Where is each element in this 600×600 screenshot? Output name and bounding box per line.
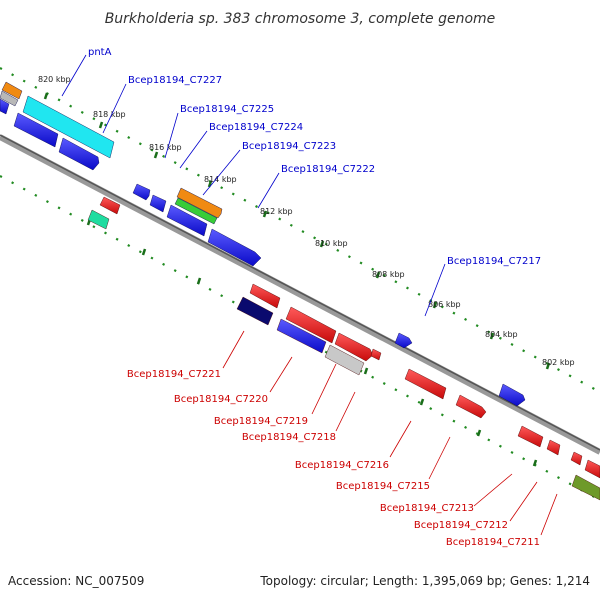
label-pntA[interactable]: pntA <box>88 47 112 58</box>
chromosome-backbone <box>0 134 600 455</box>
gene-navy-C7221[interactable] <box>236 296 274 326</box>
tick-track-outer <box>0 67 600 393</box>
genome-summary-text: Topology: circular; Length: 1,395,069 bp… <box>259 574 590 588</box>
tick-label-802: 802 kbp <box>542 358 575 367</box>
gene-grey-1[interactable] <box>0 90 19 107</box>
major-ticks-outer <box>43 92 551 370</box>
tick-label-816: 816 kbp <box>149 143 182 152</box>
gene-red-C7212[interactable] <box>546 439 561 456</box>
label-C7223[interactable]: Bcep18194_C7223 <box>242 141 336 152</box>
label-C7217[interactable]: Bcep18194_C7217 <box>447 256 541 267</box>
gene-pntA[interactable] <box>1 81 23 100</box>
gene-cyan-C7227[interactable] <box>22 95 115 159</box>
gene-blue-5[interactable] <box>149 194 167 213</box>
tick-label-808: 808 kbp <box>372 270 405 279</box>
tick-label-820: 820 kbp <box>38 75 71 84</box>
gene-red-C7213[interactable] <box>517 425 544 448</box>
label-C7212[interactable]: Bcep18194_C7212 <box>414 520 508 531</box>
tick-label-812: 812 kbp <box>260 207 293 216</box>
reverse-gene-labels: Bcep18194_C7221 Bcep18194_C7220 Bcep1819… <box>127 369 540 548</box>
gene-teal-1[interactable] <box>87 209 110 230</box>
label-C7213[interactable]: Bcep18194_C7213 <box>380 503 474 514</box>
tick-label-806: 806 kbp <box>428 300 461 309</box>
tick-track-inner <box>0 175 600 501</box>
gene-green-C7225[interactable] <box>174 197 218 225</box>
gene-red-small[interactable] <box>370 348 382 361</box>
label-C7211[interactable]: Bcep18194_C7211 <box>446 537 540 548</box>
map-title: Burkholderia sp. 383 chromosome 3, compl… <box>105 11 496 27</box>
gene-blue-3[interactable] <box>58 137 100 171</box>
label-C7215[interactable]: Bcep18194_C7215 <box>336 481 430 492</box>
label-C7224[interactable]: Bcep18194_C7224 <box>209 122 303 133</box>
gene-red-C7220[interactable] <box>249 283 281 309</box>
gene-red-edge[interactable] <box>584 459 600 479</box>
label-C7221[interactable]: Bcep18194_C7221 <box>127 369 221 380</box>
label-C7216[interactable]: Bcep18194_C7216 <box>295 460 389 471</box>
accession-text: Accession: NC_007509 <box>8 574 144 588</box>
tick-label-810: 810 kbp <box>315 239 348 248</box>
gene-blue-C7219[interactable] <box>276 318 327 354</box>
tick-label-818: 818 kbp <box>93 110 126 119</box>
gene-grey-C7218[interactable] <box>324 344 365 376</box>
gene-blue-1[interactable] <box>0 98 10 115</box>
gene-red-C7219[interactable] <box>285 306 337 344</box>
forward-strand-features <box>0 81 526 407</box>
forward-leader-lines <box>61 54 446 317</box>
reverse-leader-lines <box>222 330 558 536</box>
gene-red-C7218[interactable] <box>334 332 374 362</box>
label-C7218[interactable]: Bcep18194_C7218 <box>242 432 336 443</box>
tick-labels: 820 kbp 818 kbp 816 kbp 814 kbp 812 kbp … <box>38 75 575 367</box>
gene-blue-C7222[interactable] <box>207 228 262 267</box>
gene-blue-2[interactable] <box>13 112 59 148</box>
reverse-strand-features <box>87 196 600 501</box>
gene-olive-edge[interactable] <box>571 474 600 501</box>
label-C7222[interactable]: Bcep18194_C7222 <box>281 164 375 175</box>
label-C7220[interactable]: Bcep18194_C7220 <box>174 394 268 405</box>
label-C7219[interactable]: Bcep18194_C7219 <box>214 416 308 427</box>
tick-label-814: 814 kbp <box>204 175 237 184</box>
gene-red-C7215[interactable] <box>455 394 487 419</box>
label-C7225[interactable]: Bcep18194_C7225 <box>180 104 274 115</box>
tick-label-804: 804 kbp <box>485 330 518 339</box>
forward-gene-labels: pntA Bcep18194_C7227 Bcep18194_C7225 Bce… <box>88 47 541 267</box>
gene-orange-C7224[interactable] <box>176 187 223 219</box>
gene-blue-6[interactable] <box>498 383 526 407</box>
gene-blue-C7217[interactable] <box>394 332 413 349</box>
gene-red-C7211[interactable] <box>570 451 583 466</box>
gene-blue-C7223[interactable] <box>166 204 208 237</box>
gene-blue-4[interactable] <box>132 183 151 201</box>
gene-red-1[interactable] <box>99 196 121 215</box>
gene-red-C7216[interactable] <box>404 368 447 400</box>
label-C7227[interactable]: Bcep18194_C7227 <box>128 75 222 86</box>
